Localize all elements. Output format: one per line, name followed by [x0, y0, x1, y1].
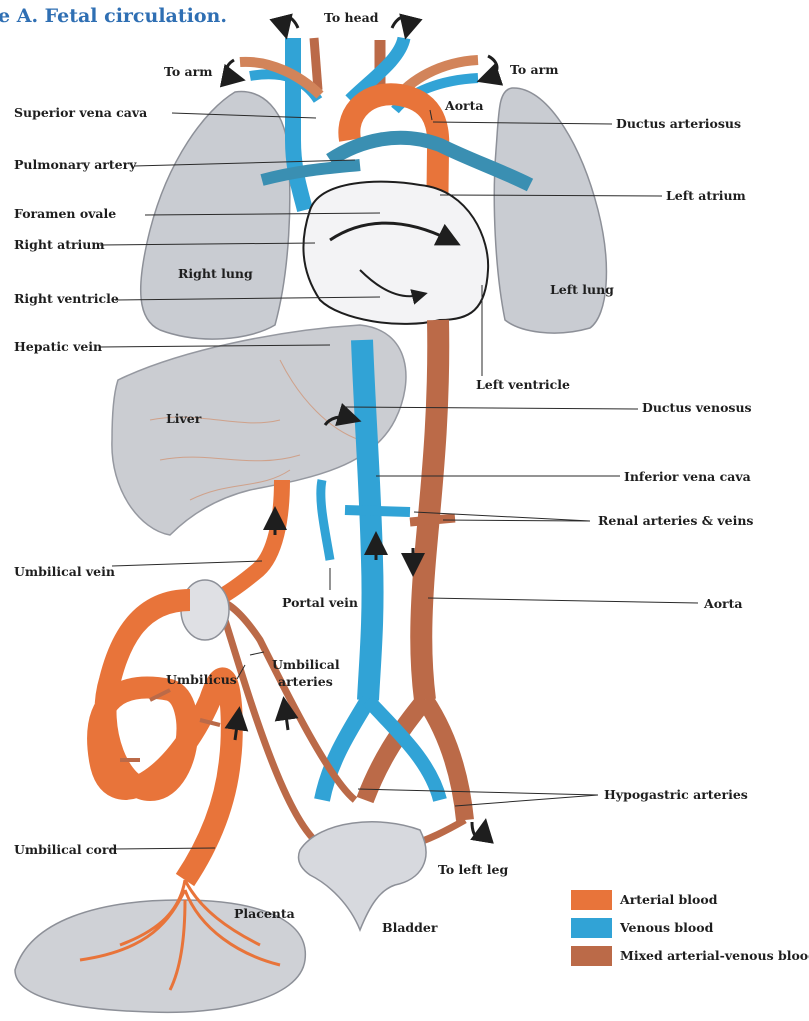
label-pulmonary-artery: Pulmonary artery: [14, 157, 136, 172]
label-renal-arteries-veins: Renal arteries & veins: [598, 513, 753, 528]
legend-swatch-arterial: [571, 890, 612, 910]
label-left-lung: Left lung: [550, 282, 614, 297]
label-portal-vein: Portal vein: [282, 595, 358, 610]
label-to-left-leg: To left leg: [438, 862, 508, 877]
label-aorta-top: Aorta: [445, 98, 484, 113]
label-umbilicus: Umbilicus: [166, 672, 237, 687]
label-liver: Liver: [166, 411, 201, 426]
label-hypogastric-arteries: Hypogastric arteries: [604, 787, 748, 802]
label-right-atrium: Right atrium: [14, 237, 105, 252]
label-umbilical-cord: Umbilical cord: [14, 842, 117, 857]
label-to-arm-right: To arm: [510, 62, 558, 77]
label-right-lung: Right lung: [178, 266, 253, 281]
legend-swatch-venous: [571, 918, 612, 938]
label-inferior-vena-cava: Inferior vena cava: [624, 469, 751, 484]
label-left-ventricle: Left ventricle: [476, 377, 570, 392]
legend-swatch-mixed: [571, 946, 612, 966]
label-to-arm-left: To arm: [164, 64, 212, 79]
label-to-head: To head: [324, 10, 378, 25]
label-hepatic-vein: Hepatic vein: [14, 339, 102, 354]
legend-label-venous: Venous blood: [620, 920, 713, 935]
label-left-atrium: Left atrium: [666, 188, 746, 203]
label-umbilical-arteries-line2: arteries: [278, 674, 333, 689]
legend-item-venous: Venous blood: [571, 918, 809, 940]
label-ductus-venosus: Ductus venosus: [642, 400, 752, 415]
umbilical-cord: [98, 600, 232, 880]
heart: [303, 182, 488, 324]
bladder: [298, 822, 426, 930]
label-aorta-lower: Aorta: [704, 596, 743, 611]
legend-label-mixed: Mixed arterial-venous blood: [620, 948, 809, 963]
label-umbilical-vein: Umbilical vein: [14, 564, 115, 579]
label-placenta: Placenta: [234, 906, 295, 921]
label-superior-vena-cava: Superior vena cava: [14, 105, 147, 120]
label-bladder: Bladder: [382, 920, 437, 935]
legend-item-arterial: Arterial blood: [571, 890, 809, 912]
label-ductus-arteriosus: Ductus arteriosus: [616, 116, 741, 131]
figure-title: e A. Fetal circulation.: [0, 5, 227, 27]
label-foramen-ovale: Foramen ovale: [14, 206, 116, 221]
legend-item-mixed: Mixed arterial-venous blood: [571, 946, 809, 968]
legend-label-arterial: Arterial blood: [620, 892, 717, 907]
label-umbilical-arteries-line1: Umbilical: [272, 657, 340, 672]
label-right-ventricle: Right ventricle: [14, 291, 119, 306]
